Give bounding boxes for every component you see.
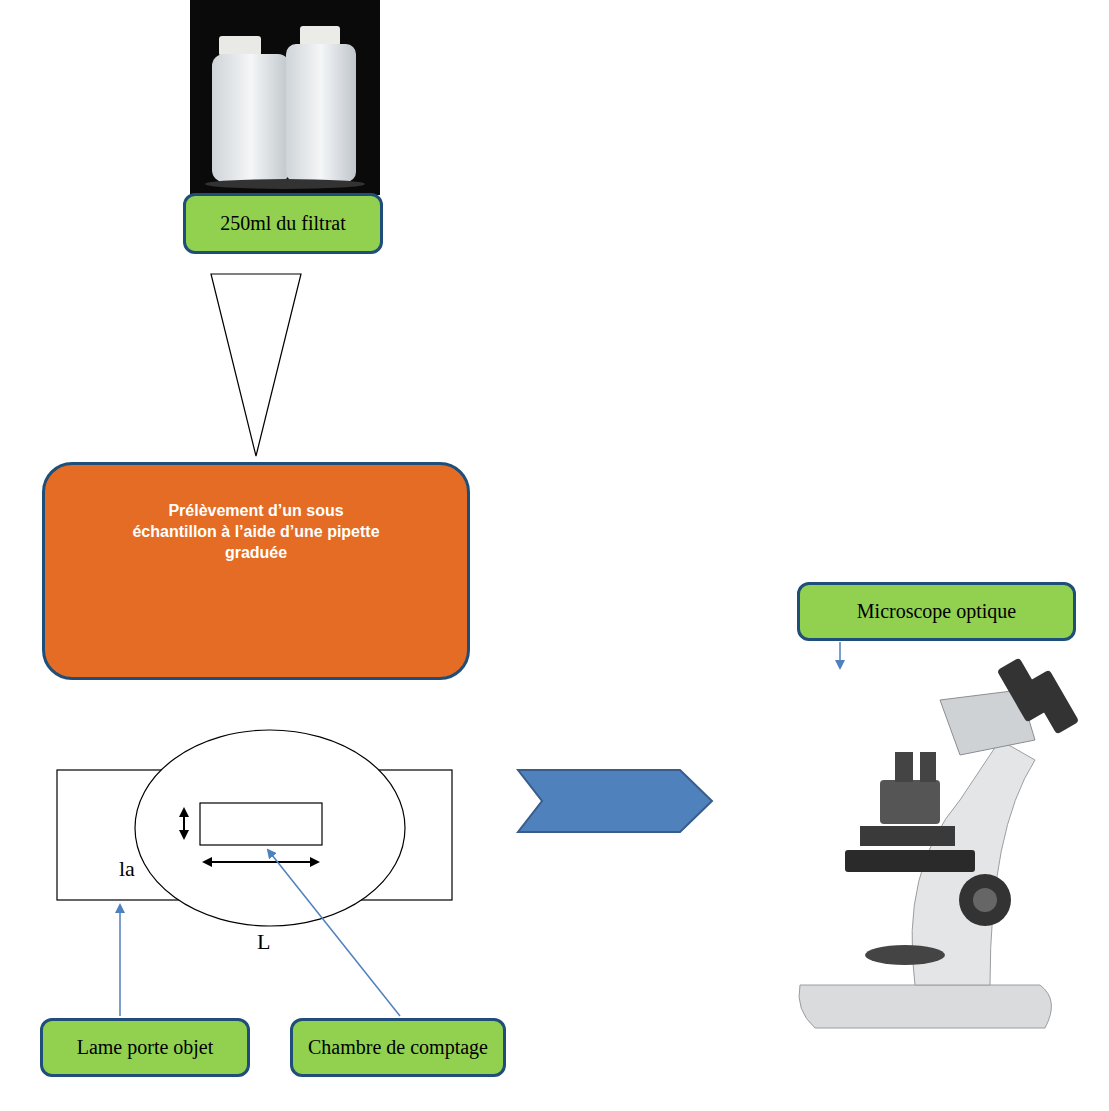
label-box: 250ml du filtrat: [183, 193, 383, 254]
leader-line: [839, 642, 841, 668]
dimension-label: L: [256, 931, 271, 953]
counting-slide: [57, 730, 452, 926]
leader-line: [268, 850, 400, 1016]
box-text: 250ml du filtrat: [220, 212, 346, 235]
bottles-photo: [190, 0, 380, 195]
block-arrow: [518, 770, 712, 832]
box-text: Chambre de comptage: [308, 1036, 488, 1059]
label-box: Lame porte objet: [40, 1018, 250, 1077]
box-text: Microscope optique: [857, 600, 1016, 623]
label-box: Microscope optique: [797, 582, 1076, 641]
label-box: Chambre de comptage: [290, 1018, 506, 1077]
box-text: Prélèvement d’un sous échantillon à l’ai…: [131, 501, 381, 563]
process-box: Prélèvement d’un sous échantillon à l’ai…: [42, 462, 470, 680]
leader-line: [119, 905, 121, 1016]
dimension-label: la: [118, 858, 136, 880]
funnel-arrow: [211, 274, 301, 456]
box-text: Lame porte objet: [77, 1036, 214, 1059]
microscope-picture: [799, 658, 1079, 1028]
